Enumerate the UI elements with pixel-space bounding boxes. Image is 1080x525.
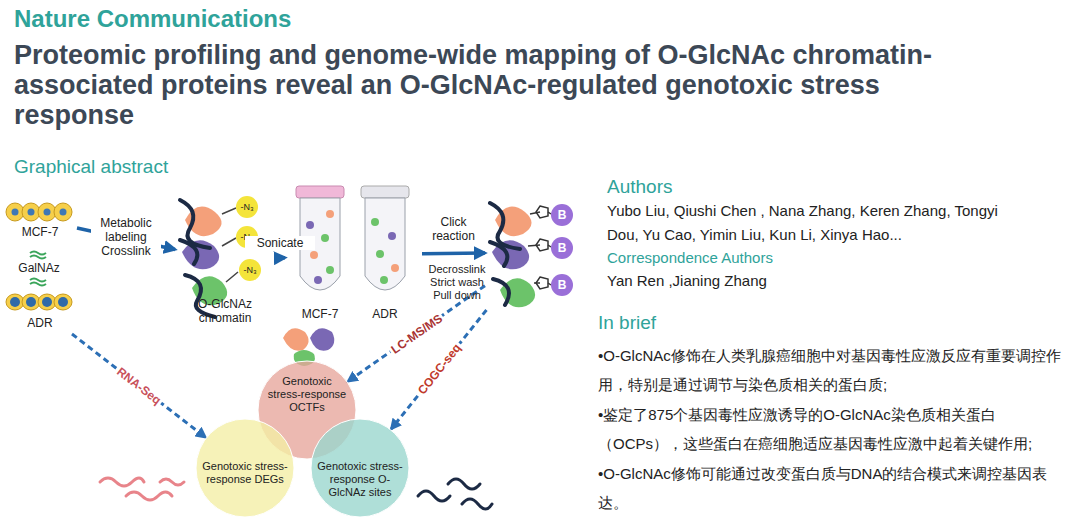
circle-fill	[196, 419, 294, 517]
venn-label: Genotoxic stress-response OCTFs	[265, 375, 349, 414]
diagram-node: B B B	[485, 195, 580, 310]
diagram-node: MCF-7ADR	[285, 182, 422, 327]
label-holder: -N₃	[238, 264, 262, 276]
label: Nature Communications	[14, 4, 291, 33]
title-holder: Proteomic profiling and genome-wide mapp…	[14, 40, 974, 130]
rna-illustration	[100, 478, 184, 500]
dashed-arrow	[72, 334, 205, 437]
mcf7-cells	[6, 203, 72, 221]
diagram-node: MCF-7	[5, 196, 77, 244]
node-label-holder: ADR	[5, 316, 75, 330]
dna-illustration	[418, 479, 492, 509]
edge-label: Sonicate	[245, 236, 315, 250]
label: -N₃	[235, 201, 259, 213]
label: Decrosslink Strict wash Pull down	[424, 263, 490, 302]
label: Graphical abstract	[14, 155, 168, 178]
adr-cells	[6, 294, 72, 310]
diagram-node: ADR	[5, 286, 77, 334]
node-label: ADR	[350, 307, 420, 321]
label: GalNAz	[4, 261, 74, 275]
label-holder: Correspondence Authors	[607, 249, 773, 267]
label: Correspondence Authors	[607, 249, 773, 267]
label-holder: GalNAz	[4, 261, 74, 275]
edge-label-holder: Click reaction	[424, 215, 484, 243]
label-holder: -N₃	[235, 201, 259, 213]
label-holder: In brief	[598, 311, 656, 334]
process-arrow	[275, 256, 285, 260]
label: In brief	[598, 311, 656, 334]
venn-label-holder: Genotoxic stress-response O-GlcNAz sites	[314, 460, 406, 499]
edge-label-holder: COGC-seq	[413, 340, 464, 399]
diagram-node: O-GlcNAz chromatin	[175, 192, 275, 329]
node-label-holder: O-GlcNAz chromatin	[185, 297, 265, 325]
edge-label: RNA-Seq	[112, 363, 165, 408]
label-holder: •鉴定了875个基因毒性应激诱导的O-GlcNAc染色质相关蛋白（OCPs），这…	[598, 400, 1070, 458]
label: •O-GlcNAc修饰在人类乳腺癌细胞中对基因毒性应激反应有重要调控作用，特别是…	[598, 341, 1070, 399]
label-holder: •O-GlcNAc修饰可能通过改变蛋白质与DNA的结合模式来调控基因表达。	[598, 459, 1070, 517]
protein-illustration	[283, 328, 334, 366]
edge-label-holder: RNA-Seq	[112, 363, 165, 408]
label: •鉴定了875个基因毒性应激诱导的O-GlcNAc染色质相关蛋白（OCPs），这…	[598, 400, 1070, 458]
node-label: O-GlcNAz chromatin	[185, 297, 265, 325]
label-holder: Yan Ren ,Jianing Zhang	[607, 272, 767, 290]
node-label: MCF-7	[285, 307, 355, 321]
node-label-holder: MCF-7	[285, 307, 355, 321]
node-label-holder: MCF-7	[5, 225, 75, 239]
biotin-chromatin-illustration	[490, 203, 573, 307]
label: Authors	[607, 175, 672, 198]
node-label-holder: B	[551, 207, 573, 223]
dashed-arrow	[391, 310, 486, 429]
label: Yubo Liu, Qiushi Chen , Nana Zhang, Kere…	[607, 199, 1032, 247]
label: -N₃	[238, 264, 262, 276]
edge-label-holder: Sonicate	[245, 236, 315, 250]
venn-circle: Genotoxic stress-response O-GlcNAz sites	[310, 418, 410, 518]
label-holder: Nature Communications	[14, 4, 291, 33]
edge-label-holder: Metabolic labeling Crosslink	[91, 216, 161, 258]
node-label: B	[551, 207, 573, 223]
label-holder: Graphical abstract	[14, 155, 168, 178]
label: Yan Ren ,Jianing Zhang	[607, 272, 767, 290]
circle-fill	[311, 419, 409, 517]
node-label: MCF-7	[5, 225, 75, 239]
node-label-holder: B	[551, 277, 573, 293]
venn-label-holder: Genotoxic stress-response DEGs	[199, 460, 291, 486]
venn-label: Genotoxic stress-response O-GlcNAz sites	[314, 460, 406, 499]
edge-label: Click reaction	[424, 215, 484, 243]
venn-label: Genotoxic stress-response DEGs	[199, 460, 291, 486]
label: •O-GlcNAc修饰可能通过改变蛋白质与DNA的结合模式来调控基因表达。	[598, 459, 1070, 517]
label-holder: Decrosslink Strict wash Pull down	[424, 263, 490, 302]
label-holder: Yubo Liu, Qiushi Chen , Nana Zhang, Kere…	[607, 199, 1032, 247]
label-holder: Authors	[607, 175, 672, 198]
label-holder: •O-GlcNAc修饰在人类乳腺癌细胞中对基因毒性应激反应有重要调控作用，特别是…	[598, 341, 1070, 399]
venn-label-holder: Genotoxic stress-response OCTFs	[265, 375, 349, 414]
edge-label: COGC-seq	[413, 340, 464, 399]
venn-circle: Genotoxic stress-response DEGs	[195, 418, 295, 518]
node-label: B	[551, 277, 573, 293]
title: Proteomic profiling and genome-wide mapp…	[14, 40, 974, 130]
process-arrow	[422, 251, 485, 255]
edge-label: Metabolic labeling Crosslink	[91, 216, 161, 258]
node-label-holder: ADR	[350, 307, 420, 321]
node-label-holder: B	[551, 240, 573, 256]
node-label: ADR	[5, 316, 75, 330]
node-label: B	[551, 240, 573, 256]
